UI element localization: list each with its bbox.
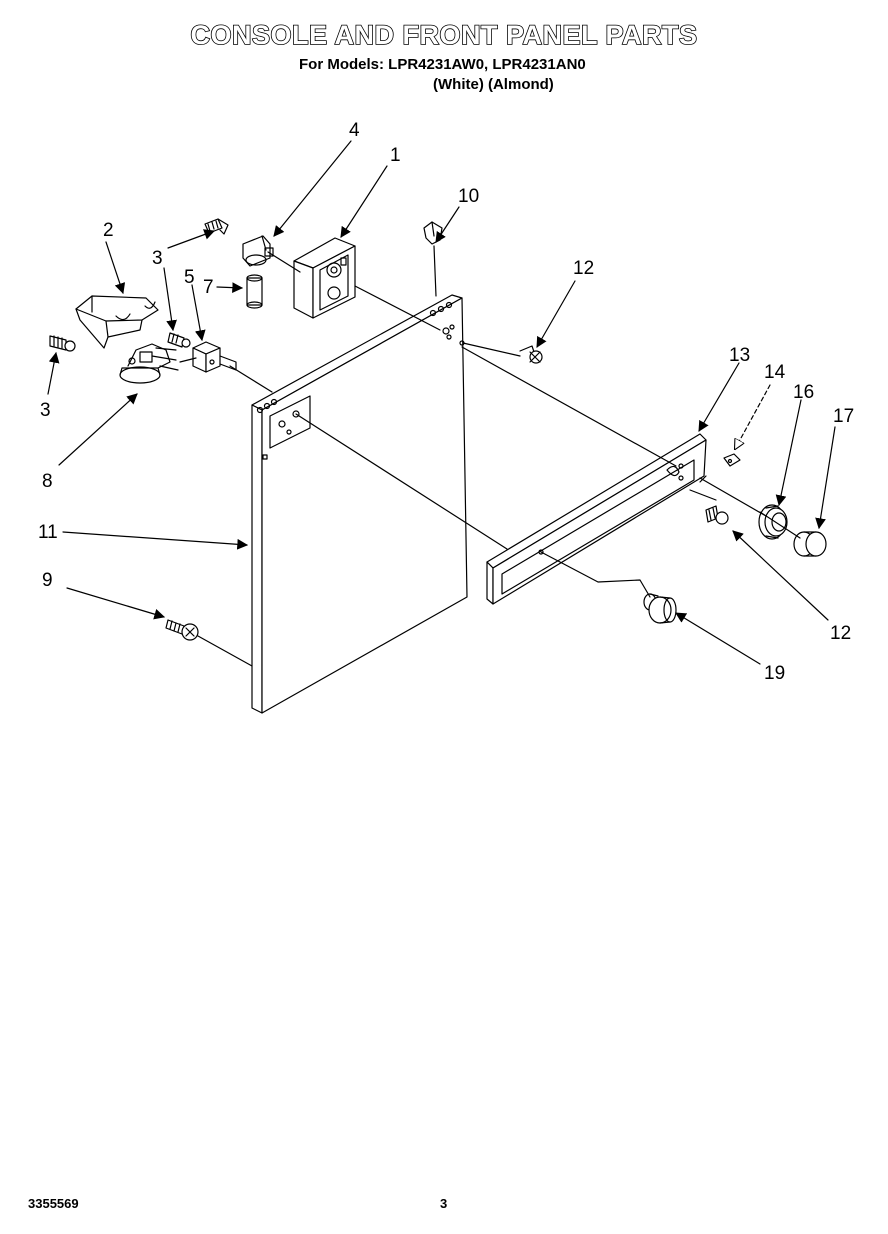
- document-number: 3355569: [28, 1196, 79, 1211]
- callout-13: 13: [729, 345, 750, 366]
- callout-14: 14: [764, 362, 786, 383]
- callout-10: 10: [458, 186, 479, 207]
- screw-part: [49, 335, 76, 352]
- screw-part: [519, 345, 543, 364]
- clamp-part: [242, 235, 274, 267]
- bracket-part: [75, 295, 159, 349]
- callout-1: 1: [390, 145, 401, 166]
- console-panel: [486, 433, 707, 605]
- knob-bezel-part: [758, 504, 788, 540]
- callout-12: 12: [573, 258, 594, 279]
- timer-part: [293, 237, 356, 319]
- callout-9: 9: [42, 570, 53, 591]
- callout-labels: 1 2 3 3 4 5 7 8 9 10 11 12 12 13 14 16 1…: [38, 120, 854, 684]
- knob-part: [793, 531, 827, 557]
- screw-part: [204, 218, 229, 235]
- small-clip-part: [723, 453, 741, 467]
- callout-leader-lines: [47, 140, 836, 665]
- push-button-part: [643, 593, 677, 624]
- switch-part: [119, 343, 179, 384]
- callout-19: 19: [764, 663, 785, 684]
- front-panel: [251, 294, 468, 714]
- callout-7: 7: [203, 277, 214, 298]
- screw-part: [705, 505, 729, 525]
- screw-part: [167, 332, 191, 348]
- page-number: 3: [440, 1196, 448, 1211]
- clip-part: [423, 221, 443, 245]
- callout-4: 4: [349, 120, 360, 141]
- models-line: For Models: LPR4231AW0, LPR4231AN0: [299, 56, 586, 73]
- page-title: CONSOLE AND FRONT PANEL PARTS: [190, 19, 698, 51]
- callout-17: 17: [833, 406, 854, 427]
- block-switch-part: [192, 341, 237, 373]
- callout-5: 5: [184, 267, 195, 288]
- colors-line: (White) (Almond): [433, 76, 554, 93]
- screw-part: [165, 619, 199, 641]
- callout-3: 3: [40, 400, 51, 421]
- callout-11: 11: [38, 522, 58, 543]
- callout-16: 16: [793, 382, 814, 403]
- callout-2: 2: [103, 220, 114, 241]
- assembly-lines: [179, 245, 801, 667]
- callout-12: 12: [830, 623, 851, 644]
- cylinder-part: [246, 274, 263, 309]
- callout-8: 8: [42, 471, 53, 492]
- callout-3: 3: [152, 248, 163, 269]
